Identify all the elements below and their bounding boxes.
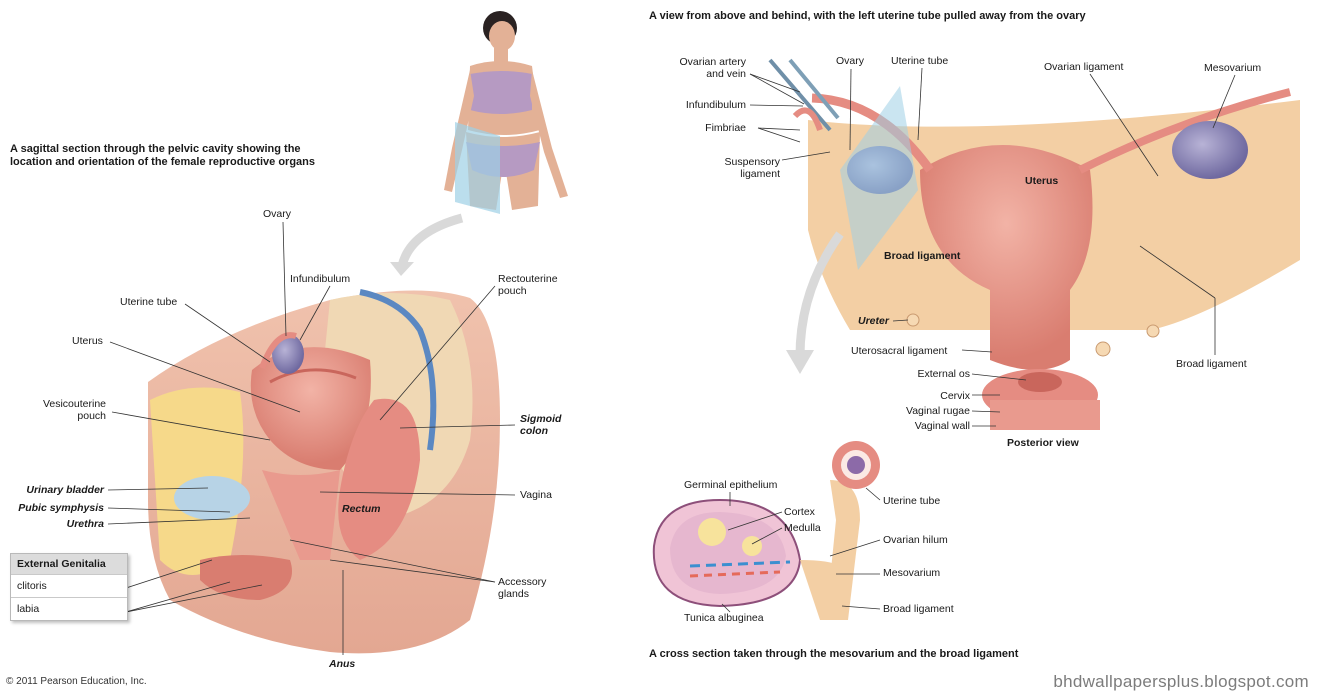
label-uterus-posterior: Uterus — [1025, 175, 1059, 187]
label-posterior-view: Posterior view — [1007, 437, 1079, 449]
label-infundibulum-posterior: Infundibulum — [685, 99, 746, 111]
label-rectum: Rectum — [342, 503, 381, 515]
label-vaginal-rugae: Vaginal rugae — [905, 405, 970, 417]
label-ovarian-artery-vein: Ovarian artery and vein — [679, 56, 746, 80]
label-broad-ligament-inner: Broad ligament — [884, 250, 961, 262]
label-broad-ligament-outer: Broad ligament — [1176, 358, 1247, 370]
copyright-text: © 2011 Pearson Education, Inc. — [6, 676, 147, 687]
external-genitalia-box: External Genitalia clitoris labia — [10, 553, 128, 621]
label-pubic-symphysis: Pubic symphysis — [18, 502, 104, 514]
label-sigmoid-colon: Sigmoid colon — [520, 413, 562, 437]
label-external-os: External os — [917, 368, 970, 380]
label-ovarian-ligament: Ovarian ligament — [1044, 61, 1124, 73]
label-germinal-epithelium: Germinal epithelium — [684, 479, 778, 491]
label-uterus-sagittal: Uterus — [72, 335, 103, 347]
label-mesovarium-posterior: Mesovarium — [1204, 62, 1262, 74]
caption-posterior-view: A view from above and behind, with the l… — [649, 10, 1086, 22]
label-suspensory-ligament: Suspensory ligament — [724, 156, 780, 180]
label-urethra: Urethra — [66, 518, 104, 530]
caption-cross-section: A cross section taken through the mesova… — [649, 648, 1019, 660]
cross-section — [652, 441, 880, 620]
label-vaginal-wall: Vaginal wall — [914, 420, 970, 432]
external-genitalia-item: clitoris — [11, 574, 127, 597]
label-vesicouterine-pouch: Vesicouterine pouch — [42, 398, 106, 422]
model-figure — [444, 11, 568, 214]
sagittal-section — [148, 289, 500, 654]
label-ovary-sagittal: Ovary — [263, 208, 292, 220]
label-anus: Anus — [329, 658, 356, 670]
label-urinary-bladder: Urinary bladder — [26, 484, 104, 496]
external-genitalia-item: labia — [11, 597, 127, 620]
sagittal-leader-lines — [107, 221, 516, 655]
posterior-view — [768, 58, 1300, 430]
label-uterine-tube-sagittal: Uterine tube — [120, 296, 178, 308]
label-mesovarium-cross: Mesovarium — [883, 567, 941, 579]
label-ureter: Ureter — [858, 315, 889, 327]
watermark-text: bhdwallpapersplus.blogspot.com — [1053, 672, 1309, 691]
label-uterosacral-ligament: Uterosacral ligament — [851, 345, 948, 357]
label-accessory-glands: Accessory glands — [498, 576, 547, 600]
caption-sagittal-section: A sagittal section through the pelvic ca… — [10, 143, 315, 168]
label-medulla: Medulla — [784, 522, 821, 534]
label-vagina: Vagina — [520, 489, 552, 501]
label-fimbriae: Fimbriae — [705, 122, 746, 134]
cross-section-leader-lines — [721, 487, 881, 613]
posterior-leader-lines — [749, 67, 1236, 427]
label-ovarian-hilum: Ovarian hilum — [883, 534, 948, 546]
label-cervix: Cervix — [940, 390, 970, 402]
label-uterine-tube-cross: Uterine tube — [883, 495, 941, 507]
label-uterine-tube-posterior: Uterine tube — [891, 55, 949, 67]
external-genitalia-title: External Genitalia — [11, 554, 127, 574]
label-broad-ligament-cross: Broad ligament — [883, 603, 954, 615]
label-tunica-albuginea: Tunica albuginea — [684, 612, 764, 624]
label-ovary-posterior: Ovary — [836, 55, 865, 67]
label-cortex: Cortex — [784, 506, 815, 518]
label-infundibulum-sagittal: Infundibulum — [290, 273, 351, 285]
label-rectouterine-pouch: Rectouterine pouch — [498, 273, 558, 297]
